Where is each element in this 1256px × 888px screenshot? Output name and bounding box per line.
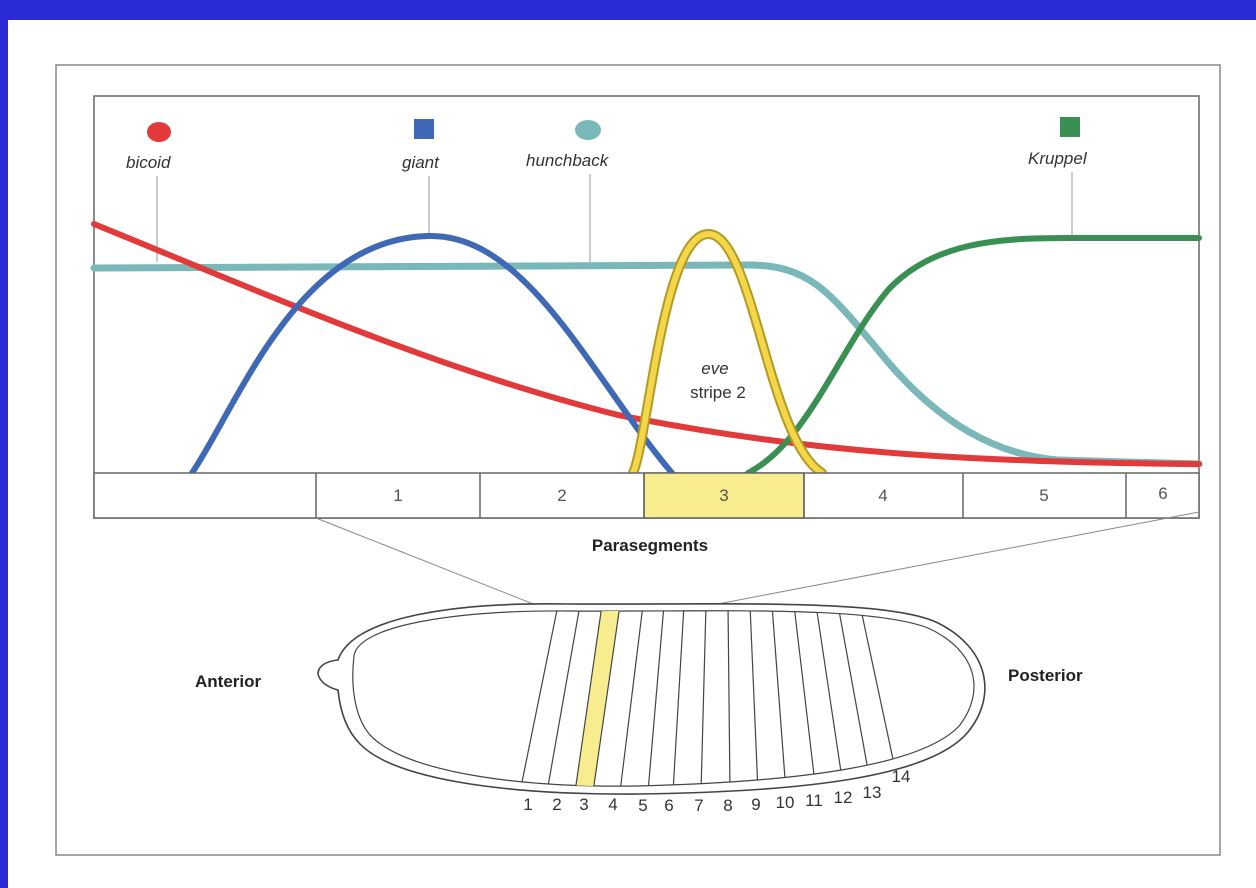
embryo-stripe-line [815,610,845,787]
stripe-number: 13 [863,783,882,802]
parasegment-2-label: 2 [557,486,566,505]
embryo-outer-outline [317,603,986,795]
stripe-number: 3 [579,795,588,814]
kruppel-marker-icon [1060,117,1080,137]
embryo-stripe-line [647,610,665,787]
stripe-number: 1 [523,795,532,814]
embryo-stripe-numbers: 1 2 3 4 5 6 7 8 9 10 11 12 13 14 [523,767,910,815]
stripe-number: 5 [638,796,647,815]
bicoid-curve [91,221,1202,467]
stripe-number: 4 [608,795,617,814]
kruppel-curve [745,235,1202,476]
giant-marker-icon [414,119,434,139]
parasegment-6-label: 6 [1158,484,1167,503]
kruppel-label: Kruppel [1028,149,1088,168]
stripe-number: 2 [552,795,561,814]
embryo-stripe-line [574,610,603,787]
parasegment-3-label: 3 [719,486,728,505]
giant-label: giant [402,153,440,172]
embryo-stripe-line [519,610,559,787]
embryo-stripe-line [592,610,621,787]
graph-panel [93,95,1200,519]
anterior-label: Anterior [195,672,262,691]
stripe-number: 11 [805,791,823,810]
zoom-line-right [680,511,1200,612]
giant-curve [189,232,675,476]
embryo-stripe-line [793,610,817,787]
slide: bicoid giant hunchback Kruppel eve strip… [8,20,1256,888]
eve-label: eve [701,359,728,378]
embryo-stripe-line [749,610,759,787]
stripe-number: 9 [751,795,760,814]
embryo-stripes [519,610,901,787]
figure: bicoid giant hunchback Kruppel eve strip… [55,64,1221,856]
embryo-stripe-line [771,610,787,787]
hunchback-marker-icon [575,120,601,140]
embryo-stripe-line [727,610,731,787]
parasegments-title: Parasegments [592,536,708,555]
eve-stripe-label: stripe 2 [690,383,746,402]
embryo-stripe-line [546,610,581,787]
embryo-stripe-3-highlight [575,610,620,787]
hunchback-label: hunchback [526,151,610,170]
parasegment-5-label: 5 [1039,486,1048,505]
hunchback-curve [90,261,1203,468]
parasegment-4-label: 4 [878,486,887,505]
parasegment-1-label: 1 [393,486,402,505]
embryo-inner-outline [352,610,975,787]
stripe-number: 14 [892,767,911,786]
embryo-stripe-line [619,610,644,787]
embryo-stripe-line [837,610,873,787]
stripe-number: 6 [664,796,673,815]
bicoid-label: bicoid [126,153,171,172]
stripe-number: 7 [694,796,703,815]
stripe-number: 10 [776,793,795,812]
parasegment-bar: 1 2 3 4 5 6 [93,472,1200,519]
stripe-number: 8 [723,796,732,815]
posterior-label: Posterior [1008,666,1083,685]
zoom-line-left [315,517,552,612]
stripe-number: 12 [834,788,853,807]
bicoid-marker-icon [147,122,171,142]
eve-stripe-2-curve [630,230,825,476]
embryo-stripe-line [672,610,685,787]
embryo [317,603,986,795]
embryo-stripe-line [700,610,707,787]
